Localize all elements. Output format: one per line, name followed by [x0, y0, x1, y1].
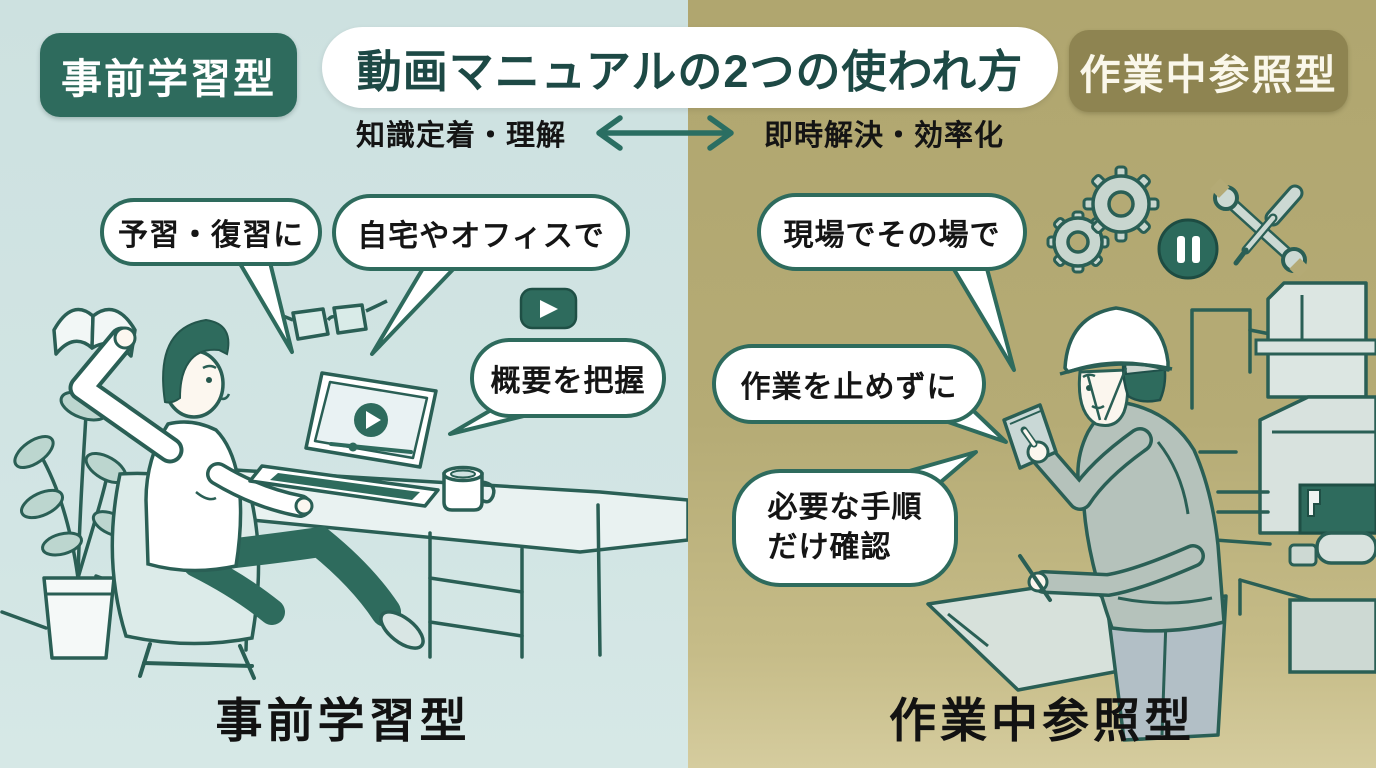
video-play-badge-icon	[519, 287, 578, 330]
glasses-icon	[282, 299, 388, 341]
badge-work-reference: 作業中参照型	[1069, 30, 1348, 112]
seated-person	[68, 318, 425, 650]
pause-button-icon	[1157, 218, 1219, 280]
bubble-home-office: 自宅やオフィスで	[332, 194, 630, 271]
double-arrow-icon	[596, 115, 734, 151]
page-title: 動画マニュアルの2つの使われ方	[322, 27, 1058, 108]
hard-hat	[1063, 306, 1170, 374]
badge-pre-learning: 事前学習型	[40, 33, 297, 117]
axis-left-label: 知識定着・理解	[355, 120, 566, 152]
hair	[162, 318, 230, 404]
bubble-review: 予習・復習に	[100, 198, 322, 266]
laptop-video-player	[248, 371, 440, 508]
bubble-overview: 概要を把握	[470, 338, 666, 418]
wrench-screwdriver-icon	[1209, 178, 1310, 278]
coffee-mug	[442, 465, 496, 512]
bubble-onsite: 現場でその場で	[757, 193, 1027, 271]
right-scene-illustration	[926, 165, 1376, 742]
left-scene-illustration	[0, 287, 688, 680]
hard-hat-worker	[1002, 306, 1228, 742]
slipper	[379, 610, 425, 650]
axis-right-label: 即時解決・効率化	[764, 120, 1005, 152]
bubble-no-stopping: 作業を止めずに	[712, 344, 986, 424]
pen	[1018, 554, 1052, 602]
gear-icon-large	[1082, 165, 1160, 243]
gear-icon-small	[1046, 210, 1110, 274]
axis-labels: 知識定着・理解 即時解決・効率化	[330, 110, 1030, 156]
factory-equipment	[1190, 281, 1376, 674]
right-caption: 作業中参照型	[889, 694, 1195, 747]
bubble-needed-steps: 必要な手順 だけ確認	[732, 469, 958, 587]
left-caption: 事前学習型	[215, 694, 471, 747]
